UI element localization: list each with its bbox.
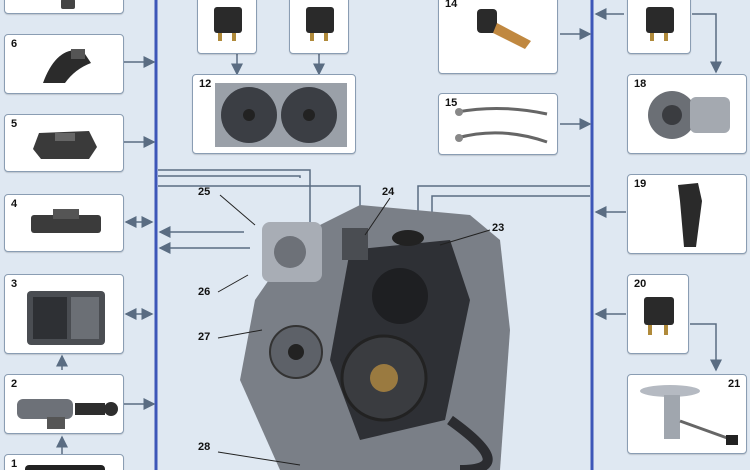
component-number: 4 — [11, 198, 18, 210]
component-box-6: 6 — [4, 34, 124, 94]
sensor-19-icon — [678, 183, 702, 247]
fuel-pump-module-icon — [640, 385, 738, 445]
component-number: 6 — [11, 38, 18, 50]
callout-25: 25 — [198, 186, 211, 198]
component-box-4: 4 — [4, 194, 124, 252]
cooling-fan-icon — [215, 83, 347, 147]
callout-23: 23 — [492, 222, 505, 234]
component-number: 19 — [634, 178, 647, 190]
component-box-5: 5 — [4, 114, 124, 172]
component-number: 15 — [445, 97, 458, 109]
component-number: 2 — [11, 378, 18, 390]
component-number: 3 — [11, 278, 18, 290]
relay-icon — [214, 7, 242, 41]
sensor-5-icon — [33, 131, 97, 159]
callout-26: 26 — [198, 286, 211, 298]
component-box-21: 21 — [627, 374, 747, 454]
oxygen-sensor-icon — [455, 106, 548, 144]
component-box-18: 18 — [627, 74, 747, 154]
component-number: 1 — [11, 458, 18, 470]
component-box-3: 3 — [4, 274, 124, 354]
engine-illustration — [240, 205, 510, 470]
sensor-14-icon — [477, 9, 531, 49]
callout-28: 28 — [198, 441, 211, 453]
component-number: 21 — [728, 378, 741, 390]
component-number: 18 — [634, 78, 647, 90]
component-box-relay-a — [197, 0, 257, 54]
component-box-19: 19 — [627, 174, 747, 254]
ecu-icon — [27, 291, 105, 345]
component-number: 12 — [199, 78, 212, 90]
component-box-relay-b — [289, 0, 349, 54]
callout-24: 24 — [382, 186, 395, 198]
ignition-switch-icon — [17, 399, 118, 429]
component-number: 5 — [11, 118, 18, 130]
component-box-1: 1 — [4, 454, 124, 470]
relay-icon — [646, 7, 674, 41]
component-number: 14 — [445, 0, 458, 10]
sensor-6-icon — [43, 49, 91, 83]
callout-27: 27 — [198, 331, 211, 343]
component-box-14: 14 — [438, 0, 558, 74]
component-box-top-left — [4, 0, 124, 14]
relay-icon — [644, 297, 674, 335]
component-box-relay-c — [627, 0, 691, 54]
component-box-2: 2 — [4, 374, 124, 434]
component-number: 20 — [634, 278, 647, 290]
component-box-15: 15 — [438, 93, 558, 155]
component-box-12: 12 — [192, 74, 356, 154]
sensor-4-icon — [31, 209, 101, 233]
ac-compressor-icon — [648, 91, 730, 139]
component-box-20: 20 — [627, 274, 689, 354]
relay-icon — [306, 7, 334, 41]
